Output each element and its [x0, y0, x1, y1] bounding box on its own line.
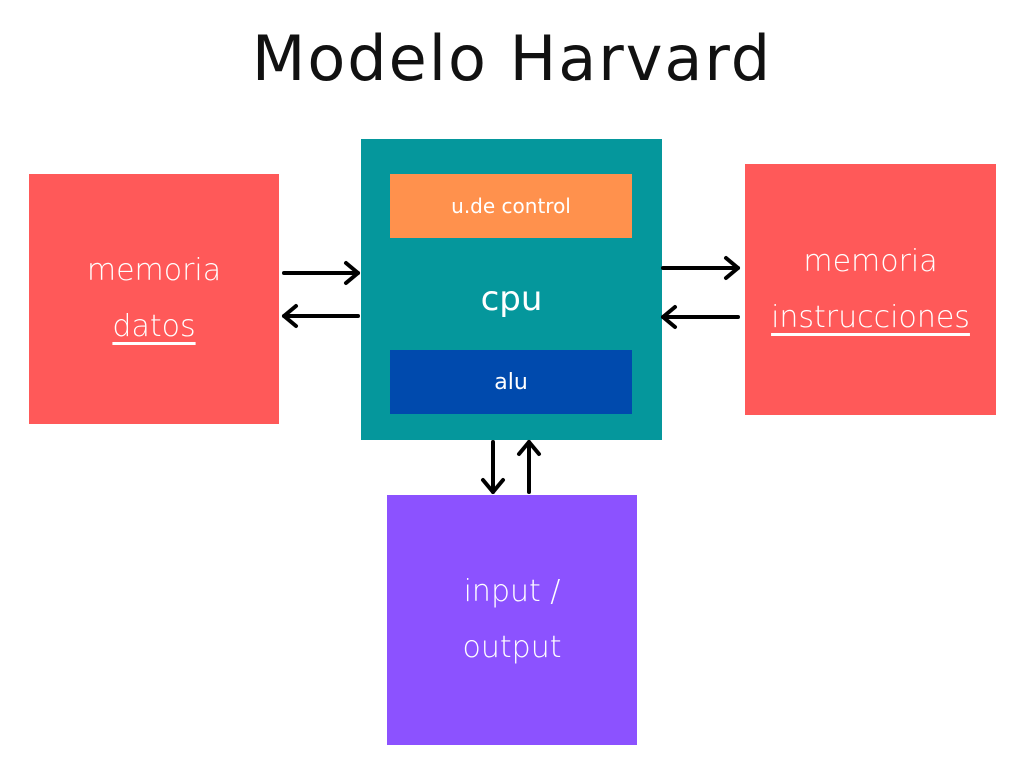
memoria-instrucciones-line1: memoria — [803, 243, 938, 279]
input-output-box: input / output — [387, 495, 637, 745]
arrow-instrucciones-to-cpu — [661, 305, 740, 329]
memoria-datos-line2: datos — [112, 309, 196, 344]
memoria-datos-box: memoria datos — [29, 174, 279, 424]
cpu-box: u.de control cpu alu — [361, 139, 662, 440]
arrow-cpu-to-io — [481, 440, 505, 494]
cpu-label: cpu — [480, 279, 543, 319]
memoria-instrucciones-box: memoria instrucciones — [745, 164, 996, 415]
io-line2: output — [462, 630, 562, 665]
arrow-cpu-to-datos — [282, 304, 360, 328]
unidad-control-box: u.de control — [390, 174, 632, 238]
alu-box: alu — [390, 350, 632, 414]
arrow-cpu-to-instrucciones — [661, 256, 740, 280]
arrow-datos-to-cpu — [282, 261, 360, 285]
arrow-io-to-cpu — [517, 440, 541, 494]
memoria-instrucciones-line2: instrucciones — [771, 299, 970, 335]
io-line1: input / — [463, 574, 561, 609]
memoria-datos-line1: memoria — [86, 253, 222, 288]
diagram-title: Modelo Harvard — [251, 22, 773, 95]
